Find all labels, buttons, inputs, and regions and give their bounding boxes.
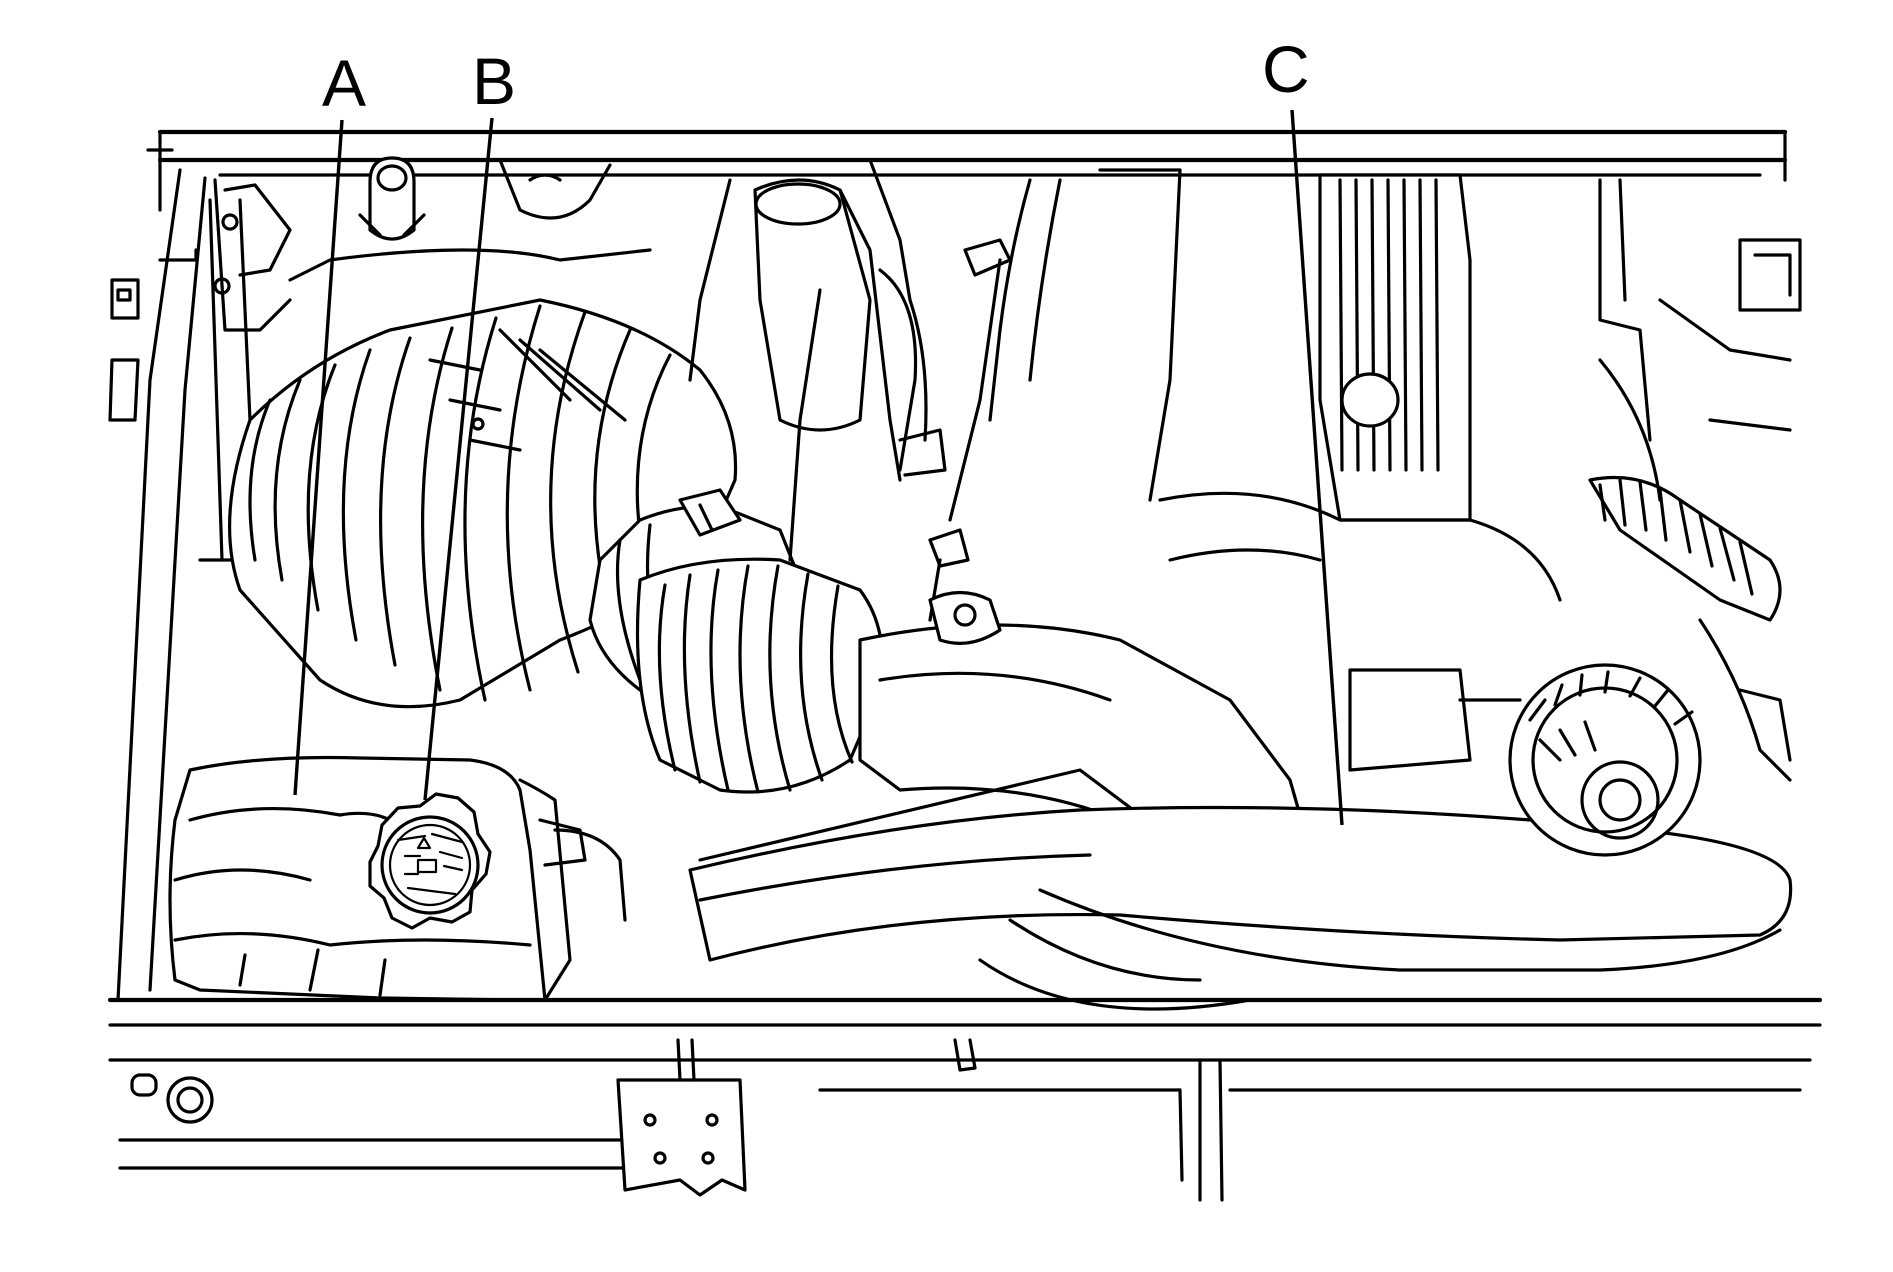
- alternator: [1508, 663, 1702, 857]
- right-structure: [1588, 178, 1802, 782]
- leader-c: [1290, 109, 1344, 826]
- leader-a: [293, 119, 344, 796]
- intake-boot: [635, 557, 885, 794]
- leader-b: [423, 117, 494, 801]
- upper-radiator-hose: [688, 805, 1793, 1011]
- callout-a: A: [322, 46, 366, 120]
- callout-labels: A B C: [322, 32, 1310, 120]
- hood-frame: [146, 129, 1788, 212]
- radiator-support: [107, 997, 1823, 1202]
- pressure-cap: [368, 792, 492, 930]
- callout-c: C: [1262, 32, 1310, 106]
- callout-b: B: [472, 44, 516, 118]
- upper-mounts: [288, 156, 652, 282]
- leader-lines: [293, 109, 1344, 826]
- center-components: [688, 158, 1062, 645]
- engine-cover: [1098, 168, 1562, 772]
- left-fender: [108, 168, 292, 1002]
